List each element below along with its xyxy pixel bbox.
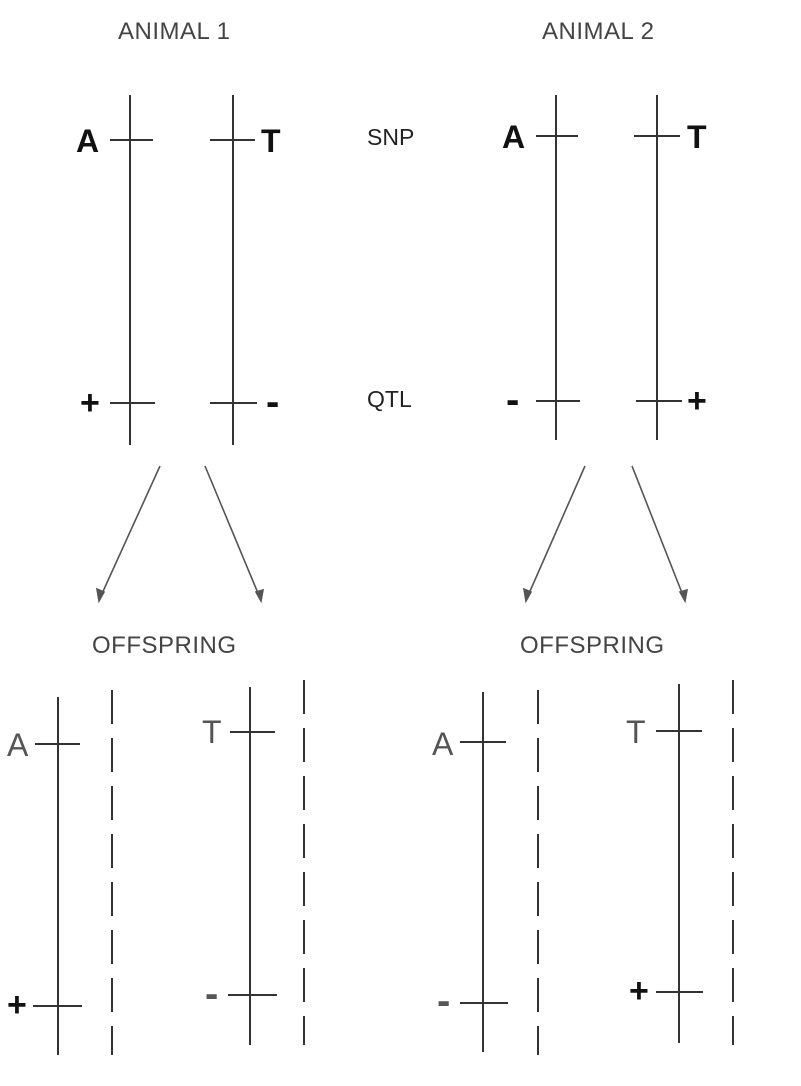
offspring2-left-qtl-allele: - (437, 979, 451, 1023)
offspring1-right-snp-allele: T (202, 714, 222, 750)
animal2-chrom2-snp-allele: T (687, 119, 707, 155)
snp-label: SNP (367, 124, 415, 150)
animal1-chrom2-qtl-allele: - (266, 380, 280, 424)
offspring1-left-snp-allele: A (7, 727, 29, 763)
offspring2-header: OFFSPRING (520, 632, 665, 659)
animal1-chrom2-snp-allele: T (261, 123, 281, 159)
animal2-chrom1-qtl-allele: - (506, 378, 520, 422)
animal1-chrom1-qtl-allele: + (80, 384, 100, 422)
arrowhead-animal2-left (522, 587, 533, 604)
arrowhead-animal2-right (678, 588, 689, 604)
offspring2-left-snp-allele: A (432, 726, 454, 762)
offspring1-header: OFFSPRING (92, 632, 237, 659)
offspring2-right-snp-allele: T (626, 714, 646, 750)
arrow-animal2-left (526, 465, 586, 599)
arrow-animal1-right (204, 465, 261, 599)
animal2-header: ANIMAL 2 (542, 18, 655, 45)
arrowhead-animal1-right (254, 588, 265, 604)
animal1-header: ANIMAL 1 (118, 18, 231, 45)
animal2-chrom2-qtl-allele: + (687, 382, 707, 420)
arrowhead-animal1-left (95, 587, 106, 604)
arrow-animal2-right (631, 465, 685, 599)
offspring1-left-qtl-allele: + (7, 986, 27, 1024)
qtl-label: QTL (367, 386, 412, 412)
arrow-animal1-left (99, 465, 161, 599)
offspring1-right-qtl-allele: - (205, 972, 219, 1016)
animal1-chrom1-snp-allele: A (76, 123, 100, 159)
animal2-chrom1-snp-allele: A (502, 119, 526, 155)
offspring2-right-qtl-allele: + (629, 972, 649, 1010)
